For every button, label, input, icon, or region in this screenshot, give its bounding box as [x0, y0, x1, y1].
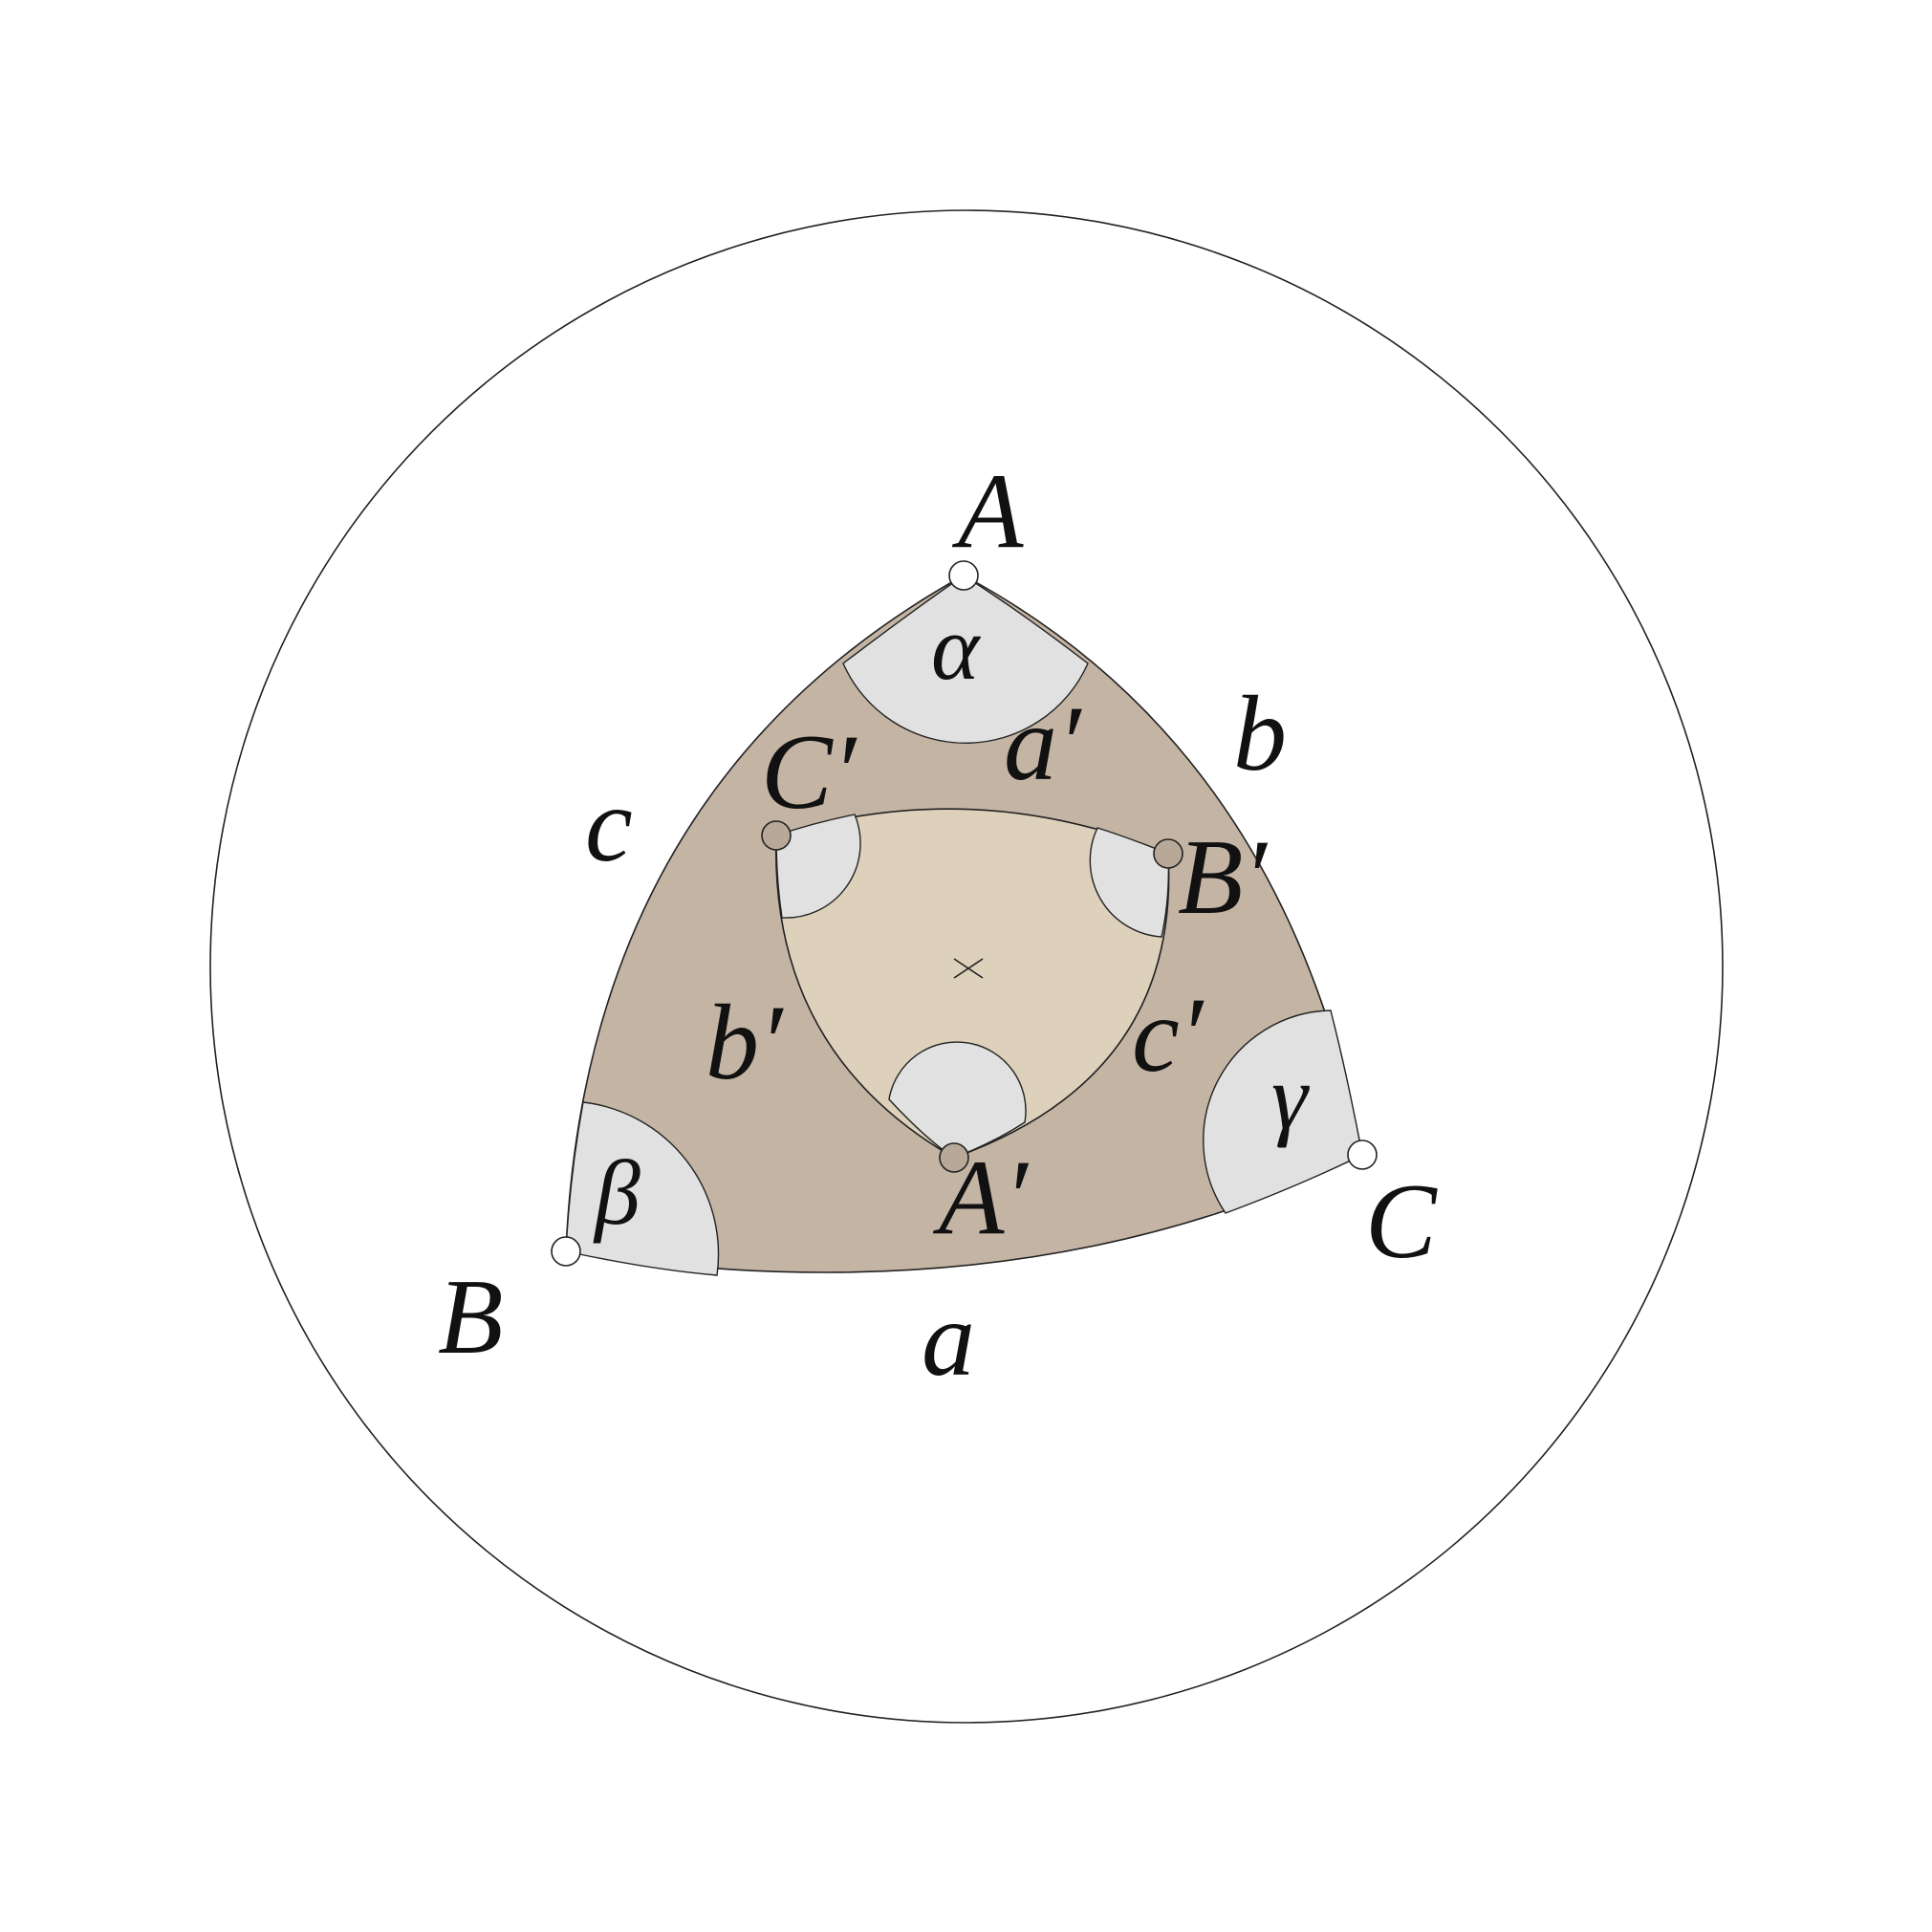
- polar-angle-sector-c-prime: [775, 814, 861, 919]
- polar-triangle-a-prime-b-prime-c-prime: [774, 808, 1170, 1159]
- polar-vertex-b-prime-point: [1153, 838, 1183, 869]
- angle-sector-gamma: [1203, 1009, 1363, 1214]
- vertex-a-point: [948, 560, 979, 591]
- angle-sector-beta: [565, 1101, 720, 1276]
- angle-alpha-label: α: [931, 597, 981, 699]
- polar-angle-sector-b-prime: [1089, 827, 1170, 938]
- polar-side-a-prime-label: a′: [1004, 684, 1082, 803]
- vertex-c-point: [1347, 1140, 1378, 1170]
- polar-vertex-a-prime-point: [939, 1142, 969, 1173]
- angle-sector-alpha: [842, 575, 1089, 744]
- polar-vertex-c-prime-label: C′: [761, 713, 857, 832]
- sphere-outline-circle: [209, 209, 1724, 1724]
- sphere-center-marker: [953, 958, 984, 979]
- vertex-b-label: B: [438, 1258, 503, 1377]
- polar-angle-sector-a-prime: [888, 1041, 1027, 1159]
- vertex-b-point: [551, 1236, 581, 1267]
- side-c-label: c: [585, 766, 633, 884]
- polar-vertex-b-prime-label: B′: [1178, 818, 1268, 937]
- polar-side-c-prime-label: c′: [1132, 976, 1205, 1095]
- angle-gamma-label: γ: [1271, 1046, 1310, 1148]
- side-a-label: a: [922, 1280, 975, 1399]
- polar-side-b-prime-label: b′: [706, 984, 784, 1102]
- polar-vertex-c-prime-point: [761, 820, 792, 851]
- side-b-label: b: [1233, 675, 1287, 793]
- polar-vertex-a-prime-label: A′: [932, 1139, 1029, 1257]
- vertex-c-label: C: [1365, 1162, 1438, 1281]
- vertex-a-label: A: [951, 452, 1024, 571]
- angle-beta-label: β: [593, 1141, 640, 1244]
